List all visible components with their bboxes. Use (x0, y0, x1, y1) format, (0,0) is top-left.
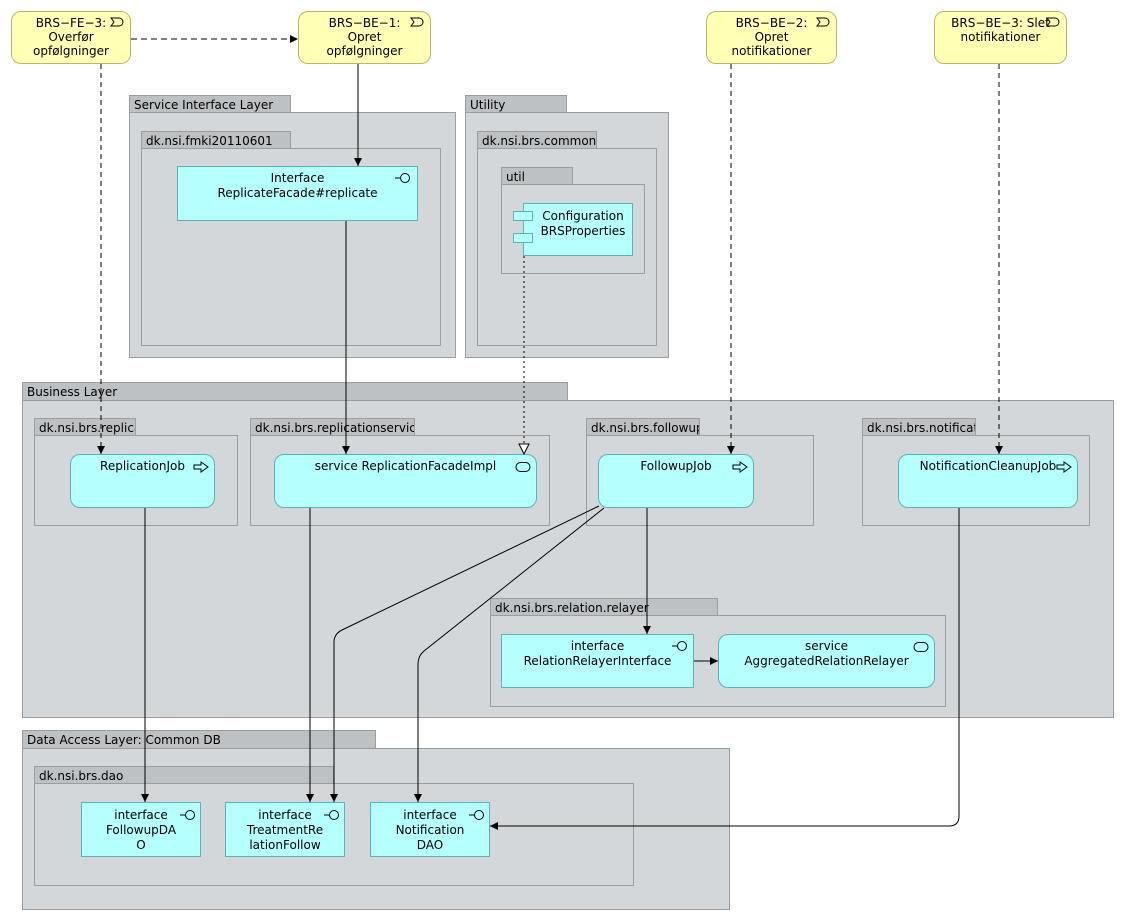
event-icon (816, 17, 830, 27)
process-replication-job[interactable]: ReplicationJob (70, 454, 215, 508)
event-icon (110, 17, 124, 27)
service-pill-icon (913, 642, 929, 652)
element-label: NotificationCleanupJob (919, 459, 1057, 473)
event-icon (1046, 17, 1060, 27)
element-label: Notification (395, 823, 465, 837)
package-tab-relation-relayer: dk.nsi.brs.relation.relayer (490, 598, 718, 616)
element-label: TreatmentRe (246, 823, 324, 837)
requirement-brs-be-2[interactable]: BRS−BE−2: Opret notifikationer (706, 11, 837, 64)
package-tab-replicationservice: dk.nsi.brs.replicationservice (250, 418, 415, 436)
interface-lollipop-icon (324, 810, 339, 820)
flow-cleanup-job-to-notification-dao (490, 508, 960, 830)
element-label: lationFollow (249, 838, 321, 852)
process-arrow-icon (732, 461, 748, 473)
element-label: RelationRelayerInterface (523, 654, 672, 668)
element-label: BRSProperties (540, 224, 626, 238)
requirement-id: BRS−BE−3: Slet (951, 16, 1050, 30)
element-label: FollowupDA (105, 823, 177, 837)
element-label: interface (403, 808, 457, 822)
element-label: service ReplicationFacadeImpl (314, 459, 497, 473)
interface-followup-dao[interactable]: interface FollowupDA O (81, 802, 201, 857)
requirement-id: BRS−BE−1: (328, 16, 401, 30)
requirement-text: Opret (347, 30, 382, 44)
requirement-text: Opret (754, 30, 789, 44)
process-notification-cleanup-job[interactable]: NotificationCleanupJob (898, 454, 1078, 508)
package-tab-fmki: dk.nsi.fmki20110601 (141, 131, 291, 149)
element-label: interface (258, 808, 312, 822)
interface-notification-dao[interactable]: interface Notification DAO (370, 802, 490, 857)
element-label: FollowupJob (640, 459, 712, 473)
interface-replicate-facade[interactable]: Interface ReplicateFacade#replicate (177, 166, 418, 221)
element-label: ReplicateFacade#replicate (217, 186, 378, 200)
component-icon (513, 233, 533, 243)
requirement-id: BRS−FE−3: (35, 16, 107, 30)
component-configuration[interactable]: Configuration BRSProperties (523, 203, 633, 256)
requirement-text: notifikationer (731, 44, 812, 58)
process-arrow-icon (193, 461, 209, 473)
event-icon (410, 17, 424, 27)
requirement-brs-be-3[interactable]: BRS−BE−3: Slet notifikationer (934, 11, 1067, 64)
component-icon (513, 211, 533, 221)
interface-lollipop-icon (395, 173, 410, 183)
interface-lollipop-icon (469, 810, 484, 820)
flow-followup-job-to-notification-dao (414, 507, 605, 802)
requirement-text: notifikationer (960, 30, 1041, 44)
requirement-text: opfølgninger (326, 44, 403, 58)
interface-relation-relayer[interactable]: interface RelationRelayerInterface (501, 634, 694, 688)
service-aggregated-relation-relayer[interactable]: service AggregatedRelationRelayer (718, 634, 935, 688)
interface-lollipop-icon (180, 810, 195, 820)
flow-followup-job-to-treatment-relation (330, 505, 600, 802)
requirement-text: Overfør (48, 30, 94, 44)
requirement-id: BRS−BE−2: (735, 16, 808, 30)
service-replication-facade-impl[interactable]: service ReplicationFacadeImpl (274, 454, 537, 508)
element-label: ReplicationJob (100, 459, 185, 473)
requirement-text: opfølgninger (33, 44, 109, 58)
service-pill-icon (515, 462, 531, 472)
requirement-brs-fe-3[interactable]: BRS−FE−3: Overfør opfølgninger (11, 11, 131, 64)
process-arrow-icon (1056, 461, 1072, 473)
package-tab-dao: dk.nsi.brs.dao (34, 766, 334, 784)
requirement-brs-be-1[interactable]: BRS−BE−1: Opret opfølgninger (298, 11, 431, 64)
element-label: interface (570, 639, 625, 653)
interface-lollipop-icon (672, 641, 687, 651)
element-label: Configuration (542, 209, 624, 223)
element-label: O (136, 838, 146, 852)
element-label: service (805, 639, 848, 653)
element-label: Interface (270, 171, 325, 185)
element-label: DAO (416, 838, 444, 852)
element-label: interface (114, 808, 168, 822)
element-label: AggregatedRelationRelayer (744, 654, 909, 668)
interface-treatment-relation-follow[interactable]: interface TreatmentRe lationFollow (225, 802, 345, 857)
process-followup-job[interactable]: FollowupJob (598, 454, 754, 508)
